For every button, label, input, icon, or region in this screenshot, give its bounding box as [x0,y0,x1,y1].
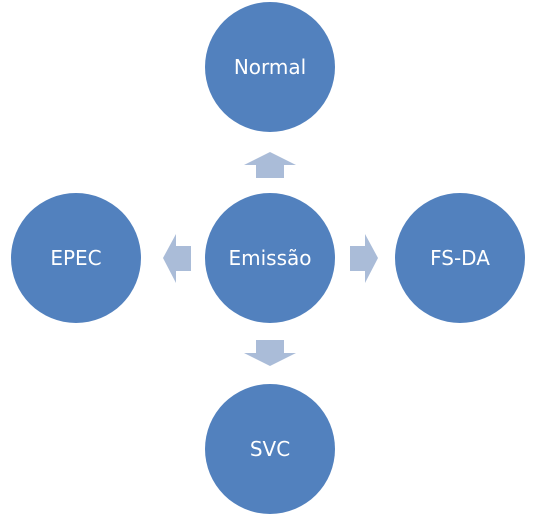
node-epec-label: EPEC [50,246,102,270]
arrow-left-icon [163,234,191,283]
node-normal: Normal [205,2,335,132]
arrow-down-icon [244,340,296,366]
node-epec: EPEC [11,193,141,323]
node-fs-da: FS-DA [395,193,525,323]
node-svc-label: SVC [249,437,291,461]
arrow-up-icon [244,152,296,178]
node-fs-da-label: FS-DA [430,246,490,270]
node-normal-label: Normal [233,55,307,79]
node-svc: SVC [205,384,335,514]
node-emissao-label: Emissão [228,246,312,270]
node-emissao: Emissão [205,193,335,323]
arrow-right-icon [350,234,378,283]
